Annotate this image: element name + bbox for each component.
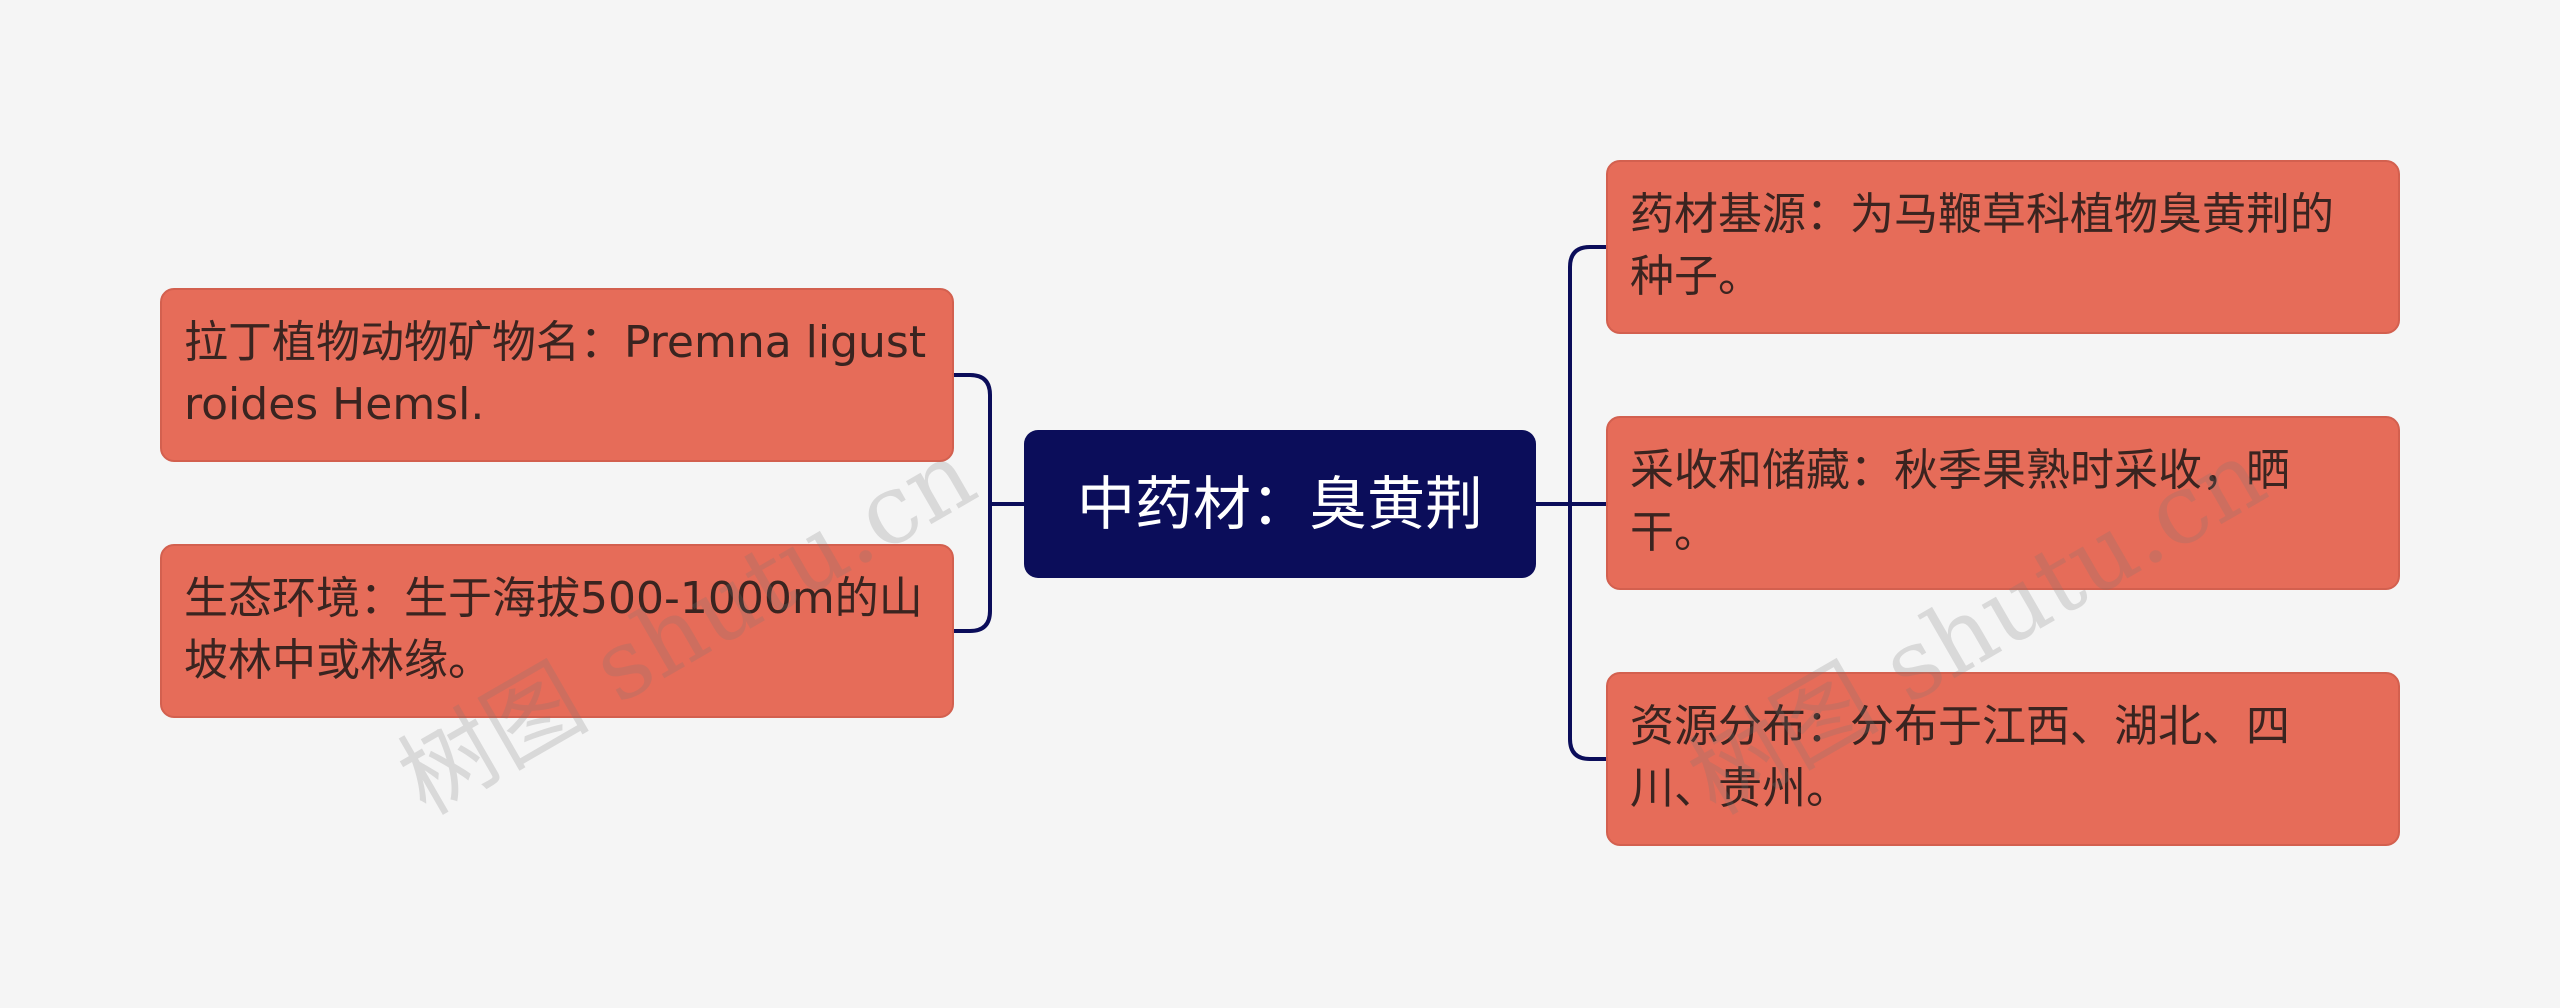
connector-left-trunk [952, 373, 992, 633]
branch-node-label: 采收和储藏：秋季果熟时采收，晒干。 [1630, 445, 2290, 558]
branch-node-latin-name[interactable]: 拉丁植物动物矿物名：Premna ligustroides Hemsl. [160, 288, 954, 462]
branch-node-habitat[interactable]: 生态环境：生于海拔500-1000m的山坡林中或林缘。 [160, 544, 954, 718]
branch-node-label: 生态环境：生于海拔500-1000m的山坡林中或林缘。 [184, 573, 923, 686]
branch-node-source[interactable]: 药材基源：为马鞭草科植物臭黄荆的种子。 [1606, 160, 2400, 334]
branch-node-distribution[interactable]: 资源分布：分布于江西、湖北、四川、贵州。 [1606, 672, 2400, 846]
root-node[interactable]: 中药材：臭黄荆 [1024, 430, 1536, 578]
branch-node-label: 药材基源：为马鞭草科植物臭黄荆的种子。 [1630, 189, 2334, 302]
branch-node-label: 拉丁植物动物矿物名：Premna ligustroides Hemsl. [184, 317, 927, 430]
branch-node-label: 资源分布：分布于江西、湖北、四川、贵州。 [1630, 701, 2290, 814]
branch-node-harvest[interactable]: 采收和储藏：秋季果熟时采收，晒干。 [1606, 416, 2400, 590]
root-node-label: 中药材：臭黄荆 [1076, 470, 1483, 538]
